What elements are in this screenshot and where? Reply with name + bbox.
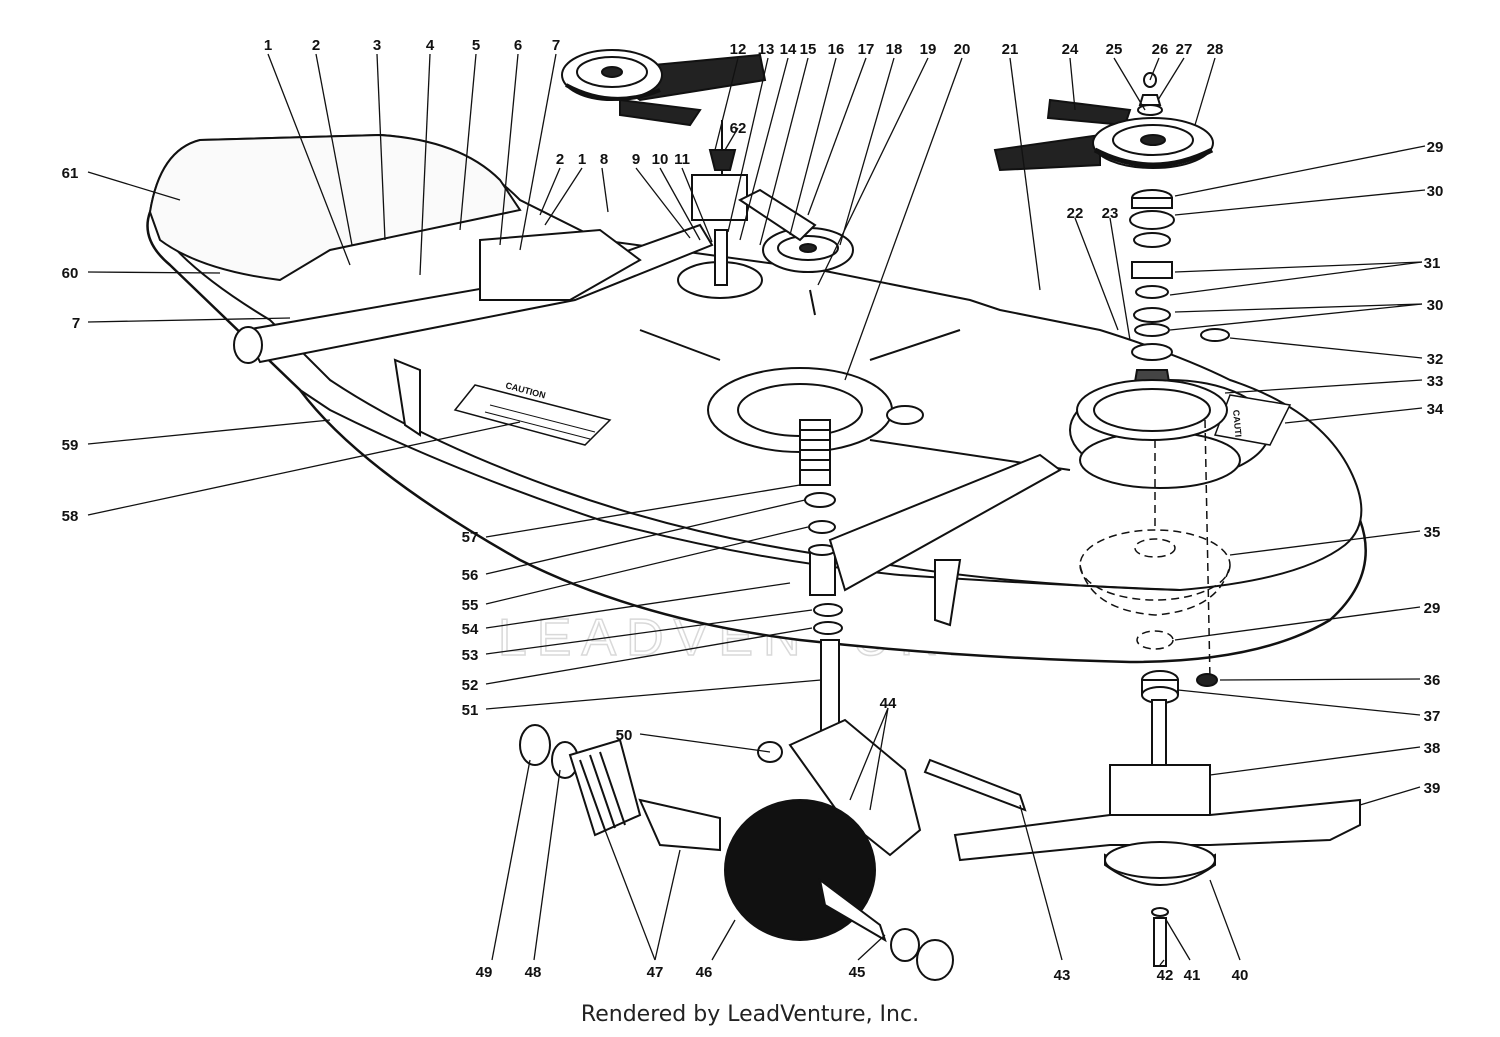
callout-42: 42 [1157,967,1174,984]
callout-4: 4 [426,37,435,54]
callout-9: 9 [632,151,640,168]
callout-32: 32 [1427,351,1444,368]
callout-53: 53 [462,647,479,664]
callout-2: 2 [312,37,320,54]
callout-26: 26 [1152,41,1169,58]
callout-34: 34 [1427,401,1444,418]
callout-11: 11 [674,151,690,168]
callout-57: 57 [462,529,479,546]
callout-55: 55 [462,597,479,614]
callout-22: 22 [1067,205,1084,222]
callout-45: 45 [849,964,866,981]
callout-44: 44 [880,695,897,712]
callout-3: 3 [373,37,381,54]
callout-38: 38 [1424,740,1441,757]
callout-28: 28 [1207,41,1224,58]
callout-18: 18 [886,41,903,58]
callout-23: 23 [1102,205,1119,222]
svg-text:CAUTI: CAUTI [1231,409,1243,437]
callout-19: 19 [920,41,937,58]
blade-spindle [953,670,1361,967]
callout-20: 20 [954,41,971,58]
callout-7: 7 [72,315,80,332]
callout-43: 43 [1054,967,1071,984]
callout-40: 40 [1232,967,1249,984]
callout-54: 54 [462,621,479,638]
right-spindle-pulley [993,72,1214,172]
callout-58: 58 [62,508,79,525]
callout-13: 13 [758,41,775,58]
idler-pulley [738,188,854,316]
callout-8: 8 [600,151,608,168]
callout-47: 47 [647,964,664,981]
callout-60: 60 [62,265,79,282]
callout-62: 62 [730,120,747,137]
callout-16: 16 [828,41,845,58]
callout-41: 41 [1184,967,1201,984]
callout-25: 25 [1106,41,1123,58]
callout-14: 14 [780,41,797,58]
callout-10: 10 [652,151,669,168]
callout-48: 48 [525,964,542,981]
callout-7: 7 [552,37,560,54]
callout-61: 61 [62,165,79,182]
callout-35: 35 [1424,524,1441,541]
callout-24: 24 [1062,41,1079,58]
callout-31: 31 [1424,255,1441,272]
callout-12: 12 [730,41,747,58]
callout-37: 37 [1424,708,1441,725]
callout-52: 52 [462,677,479,694]
callout-59: 59 [62,437,79,454]
callout-30: 30 [1427,297,1444,314]
caster-wheel [519,724,1027,981]
blade-hub-dashed [1079,419,1231,681]
callout-51: 51 [462,702,479,719]
right-spindle-stack [1076,189,1230,441]
callout-30: 30 [1427,183,1444,200]
caster-column [757,419,1062,857]
callout-5: 5 [472,37,480,54]
callout-36: 36 [1424,672,1441,689]
callout-6: 6 [514,37,522,54]
callout-29: 29 [1427,139,1444,156]
callout-21: 21 [1002,41,1019,58]
callout-15: 15 [800,41,817,58]
callout-49: 49 [476,964,493,981]
callout-33: 33 [1427,373,1444,390]
callout-1: 1 [264,37,272,54]
callout-46: 46 [696,964,713,981]
callout-1: 1 [578,151,586,168]
left-spindle-pulley [561,49,767,127]
callout-50: 50 [616,727,633,744]
callout-29: 29 [1424,600,1441,617]
callout-17: 17 [858,41,875,58]
callout-2: 2 [556,151,564,168]
leader-lines [87,53,1426,966]
callout-56: 56 [462,567,479,584]
footer-credit: Rendered by LeadVenture, Inc. [580,1002,920,1027]
callout-39: 39 [1424,780,1441,797]
callout-27: 27 [1176,41,1193,58]
